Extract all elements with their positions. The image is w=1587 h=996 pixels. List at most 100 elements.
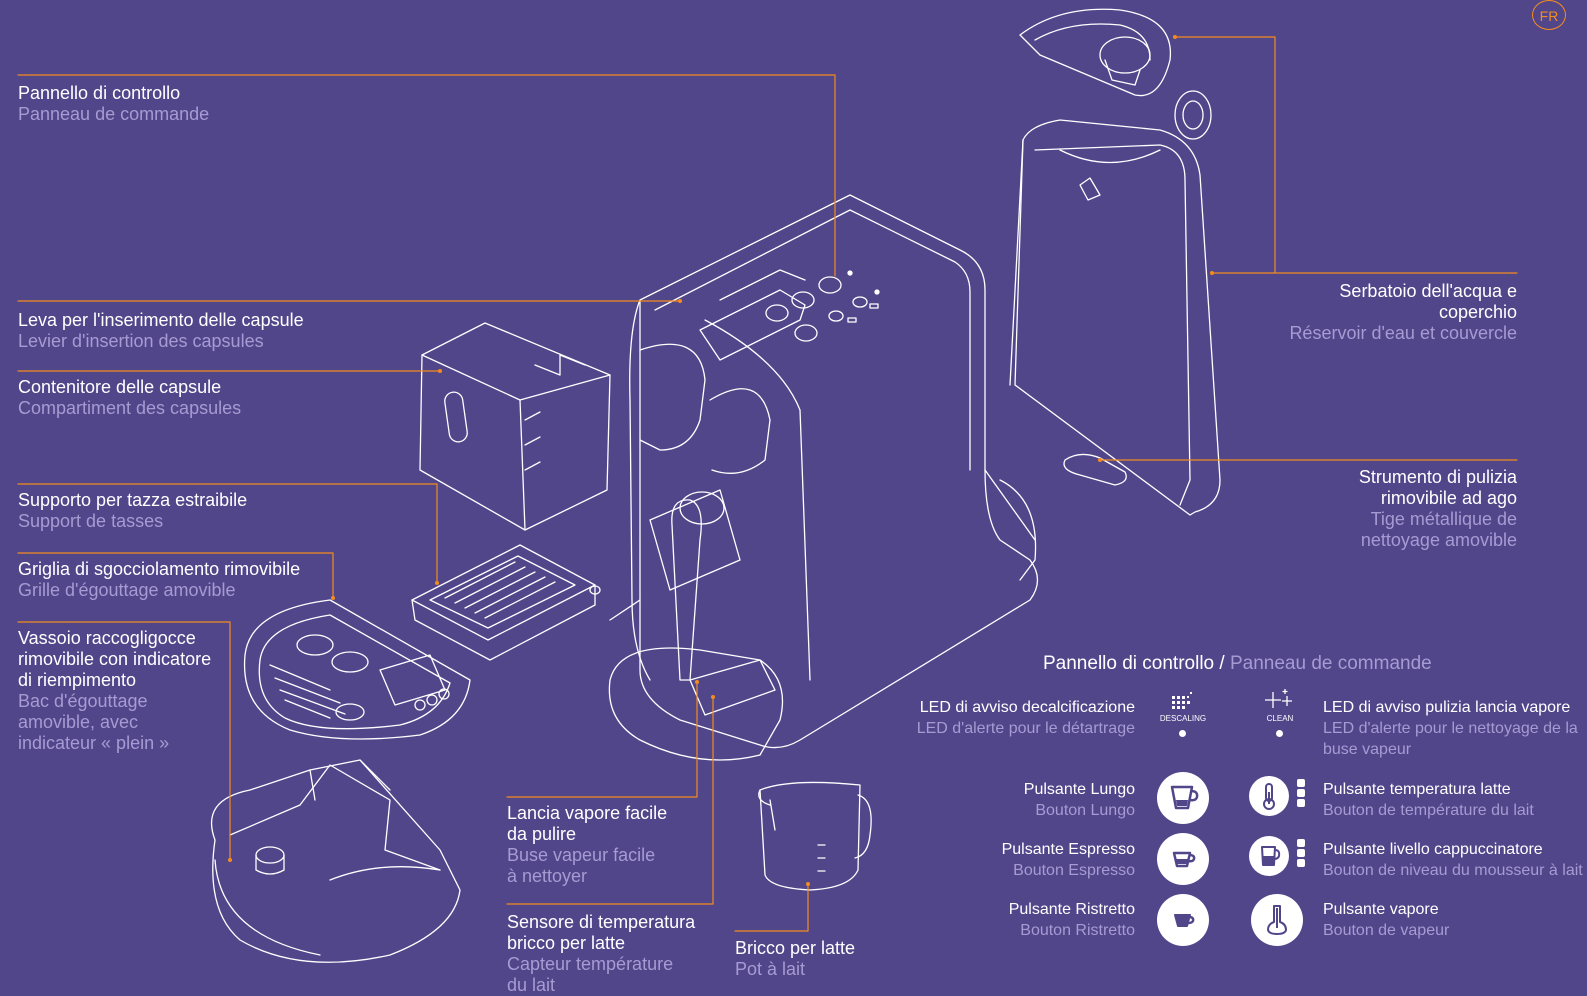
label-fr: Bouton Lungo <box>1035 802 1135 819</box>
descaling-led-dot <box>1179 730 1186 737</box>
label-temp-sensor: Sensore di temperatura bricco per latte … <box>507 912 695 996</box>
ristretto-label: Pulsante Ristretto Bouton Ristretto <box>1009 899 1135 941</box>
label-fr: Réservoir d'eau et couvercle <box>1289 323 1517 343</box>
coffee-machine-body <box>608 194 1039 761</box>
language-badge: FR <box>1532 0 1566 30</box>
label-control-panel: Pannello di controllo Panneau de command… <box>18 83 209 125</box>
label-fr: Pot à lait <box>735 959 806 979</box>
steam-icon <box>1267 905 1287 935</box>
lungo-cup-icon <box>1170 785 1199 810</box>
lungo-label: Pulsante Lungo Bouton Lungo <box>1024 779 1135 821</box>
label-needle-tool: Strumento di pulizia rimovibile ad ago T… <box>1359 467 1517 551</box>
label-cup-support: Supporto per tazza estraibile Support de… <box>18 490 247 532</box>
espresso-cup-icon <box>1172 851 1196 868</box>
label-it: Pulsante livello cappuccinatore <box>1323 841 1543 858</box>
label-fr: Grille d'égouttage amovible <box>18 580 236 600</box>
cup-support-drawing <box>411 544 601 661</box>
milk-jug-drawing <box>758 781 872 891</box>
label-it: Bricco per latte <box>735 938 856 958</box>
label-it: Sensore di temperatura <box>507 912 696 932</box>
label-it: LED di avviso decalcificazione <box>919 699 1135 716</box>
label-fr: Capteur température <box>507 954 674 974</box>
froth-level-button <box>1249 836 1289 876</box>
label-it: Pulsante temperatura latte <box>1323 781 1511 798</box>
descaling-icon <box>1172 692 1192 709</box>
label-fr: Buse vapeur facile <box>507 845 656 865</box>
lungo-button <box>1157 772 1209 824</box>
label-drip-tray: Vassoio raccogligocce rimovibile con ind… <box>18 628 211 754</box>
label-it: Pulsante Ristretto <box>1008 901 1135 918</box>
label-fr: du lait <box>507 975 556 995</box>
label-it: LED di avviso pulizia lancia vapore <box>1323 699 1571 716</box>
clean-led-label: LED di avviso pulizia lancia vapore LED … <box>1323 697 1578 760</box>
label-it: Leva per l'inserimento delle capsule <box>18 310 304 330</box>
label-milk-jug: Bricco per latte Pot à lait <box>735 938 855 980</box>
label-fr: Support de tasses <box>18 511 164 531</box>
label-it: bricco per latte <box>507 933 626 953</box>
label-fr: à nettoyer <box>507 866 588 886</box>
label-fr: Bouton Ristretto <box>1020 922 1135 939</box>
label-water-tank: Serbatoio dell'acqua e coperchio Réservo… <box>1289 281 1517 344</box>
label-it: Serbatoio dell'acqua e <box>1339 281 1517 301</box>
label-fr: Panneau de commande <box>18 104 210 124</box>
label-capsule-lever: Leva per l'inserimento delle capsule Lev… <box>18 310 304 352</box>
label-it: rimovibile ad ago <box>1380 488 1517 508</box>
clean-led-dot <box>1276 730 1283 737</box>
drip-grid-drawing <box>243 599 471 740</box>
thermometer-icon <box>1263 783 1275 810</box>
label-drip-grid: Griglia di sgocciolamento rimovibile Gri… <box>18 559 300 601</box>
label-it: Strumento di pulizia <box>1358 467 1517 487</box>
label-fr: nettoyage amovible <box>1360 530 1517 550</box>
label-it: Lancia vapore facile <box>507 803 668 823</box>
label-fr: Bouton de vapeur <box>1323 922 1450 939</box>
ristretto-cup-icon <box>1174 914 1195 927</box>
label-it: Pulsante Lungo <box>1023 781 1135 798</box>
drip-tray-drawing <box>210 759 461 963</box>
label-fr: amovible, avec <box>18 712 139 732</box>
label-it: Pulsante vapore <box>1323 901 1439 918</box>
label-steam-wand: Lancia vapore facile da pulire Buse vape… <box>507 803 667 887</box>
label-fr: LED d'alerte pour le nettoyage de la <box>1323 720 1578 737</box>
label-fr: Tige métallique de <box>1370 509 1517 529</box>
sparkle-icon <box>1265 689 1292 708</box>
label-it: da pulire <box>507 824 577 844</box>
label-it: rimovibile con indicatore <box>18 649 212 669</box>
label-it: di riempimento <box>18 670 137 690</box>
milk-temp-button <box>1249 776 1289 816</box>
label-fr: indicateur « plein » <box>18 733 170 753</box>
ristretto-button <box>1157 894 1209 946</box>
steam-label: Pulsante vapore Bouton de vapeur <box>1323 899 1449 941</box>
label-fr: LED d'alerte pour le détartrage <box>916 720 1135 737</box>
espresso-label: Pulsante Espresso Bouton Espresso <box>1002 839 1135 881</box>
control-panel-title: Pannello di controllo / Panneau de comma… <box>1043 653 1432 675</box>
froth-level-indicator <box>1297 839 1305 869</box>
capsule-container-drawing <box>419 322 611 531</box>
leader-lines <box>17 36 1518 932</box>
title-it: Pannello di controllo <box>1043 653 1215 674</box>
clean-icon-text: CLEAN <box>1266 714 1294 723</box>
label-it: Contenitore delle capsule <box>18 377 222 397</box>
milk-jug-icon <box>1261 846 1281 866</box>
descaling-led-label: LED di avviso decalcificazione LED d'ale… <box>917 697 1135 739</box>
steam-button <box>1251 894 1303 946</box>
label-fr: Bouton de température du lait <box>1323 802 1534 819</box>
espresso-button <box>1157 833 1209 885</box>
title-fr: Panneau de commande <box>1229 653 1432 674</box>
label-fr: Bouton Espresso <box>1013 862 1135 879</box>
label-fr: Compartiment des capsules <box>18 398 242 418</box>
label-it: Supporto per tazza estraibile <box>18 490 248 510</box>
label-it: Vassoio raccogligocce <box>18 628 196 648</box>
label-fr: Levier d'insertion des capsules <box>18 331 264 351</box>
label-it: Pannello di controllo <box>18 83 181 103</box>
label-it: Griglia di sgocciolamento rimovibile <box>18 559 301 579</box>
milk-temp-label: Pulsante temperatura latte Bouton de tem… <box>1323 779 1534 821</box>
title-separator: / <box>1214 653 1230 674</box>
milk-temp-level-indicator <box>1297 779 1305 809</box>
froth-level-label: Pulsante livello cappuccinatore Bouton d… <box>1323 839 1583 881</box>
water-tank-drawing <box>1009 8 1221 516</box>
descaling-icon-text: DESCALING <box>1159 714 1207 723</box>
label-capsule-container: Contenitore delle capsule Compartiment d… <box>18 377 241 419</box>
label-fr: Bouton de niveau du mousseur à lait <box>1323 862 1583 879</box>
label-fr: Bac d'égouttage <box>18 691 148 711</box>
